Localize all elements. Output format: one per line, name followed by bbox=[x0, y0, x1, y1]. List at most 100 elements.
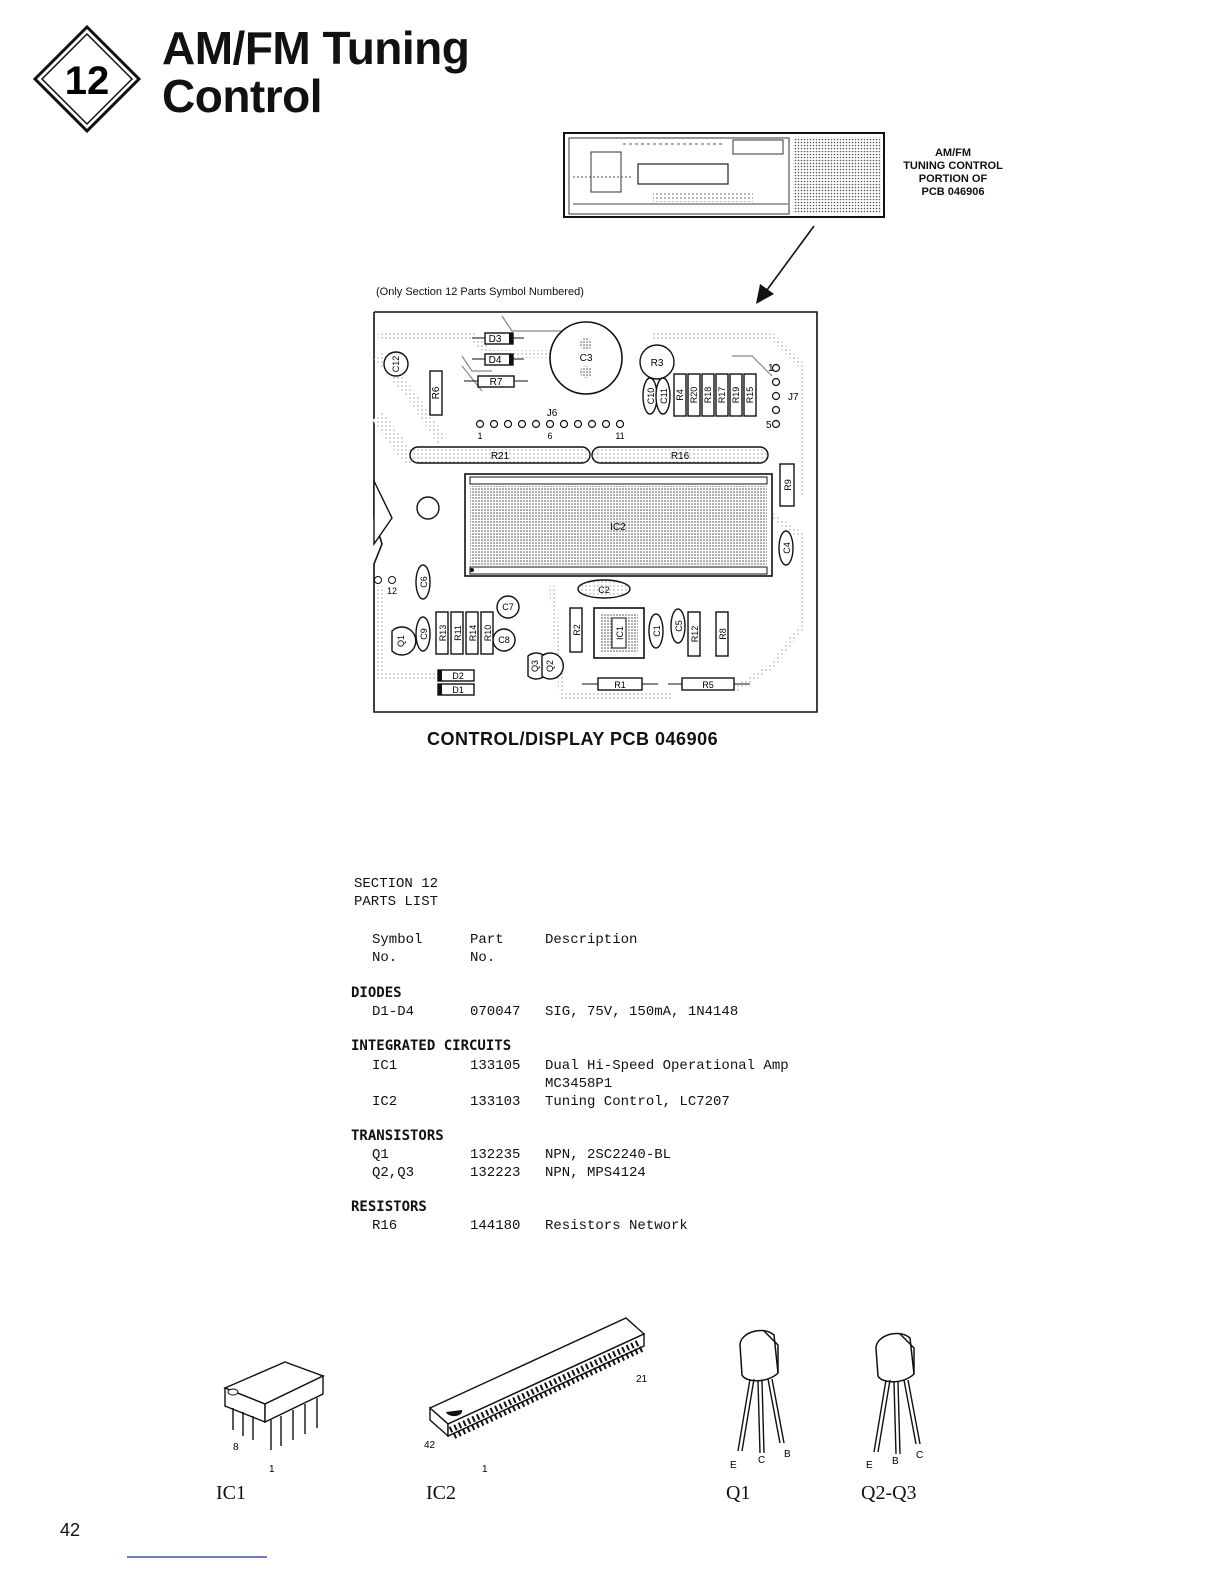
label-q2: Q2 bbox=[545, 660, 555, 672]
title-line-2: Control bbox=[162, 70, 323, 122]
pointer-arrow bbox=[756, 225, 815, 304]
pcb-thumbnail bbox=[563, 132, 885, 218]
label-c8: C8 bbox=[498, 635, 510, 645]
label-pin12: 12 bbox=[387, 586, 397, 596]
badge-number: 12 bbox=[65, 59, 110, 103]
table-row-desc: Dual Hi-Speed Operational Amp bbox=[545, 1058, 789, 1074]
caption-line: TUNING CONTROL bbox=[903, 160, 1003, 172]
label-j7: J7 bbox=[788, 392, 799, 403]
table-row-part: 132235 bbox=[470, 1147, 521, 1163]
label-q1: Q1 bbox=[396, 635, 406, 647]
q23-emitter-label: E bbox=[866, 1460, 873, 1471]
label-c2: C2 bbox=[598, 585, 610, 595]
label-c11: C11 bbox=[659, 388, 669, 404]
ic1-pin-8: 8 bbox=[233, 1442, 239, 1453]
table-row-desc: NPN, MPS4124 bbox=[545, 1165, 646, 1181]
label-r12: R12 bbox=[690, 626, 700, 643]
q1-base-label: B bbox=[784, 1449, 791, 1460]
table-row-desc: NPN, 2SC2240-BL bbox=[545, 1147, 672, 1163]
label-d1: D1 bbox=[452, 685, 464, 695]
table-row-symbol: Q1 bbox=[372, 1147, 389, 1163]
label-r7: R7 bbox=[490, 377, 503, 388]
label-c1: C1 bbox=[652, 625, 662, 637]
table-row-part: 133103 bbox=[470, 1094, 521, 1110]
q1-label: Q1 bbox=[726, 1482, 751, 1504]
label-c9: C9 bbox=[419, 628, 429, 640]
label-c10: C10 bbox=[646, 388, 656, 405]
caption-line: PORTION OF bbox=[918, 173, 988, 185]
parts-heading-line: PARTS LIST bbox=[354, 894, 439, 910]
table-row-part: 133105 bbox=[470, 1058, 521, 1074]
col-symbol-header: Symbol No. bbox=[372, 932, 423, 966]
label-ic1: IC1 bbox=[615, 626, 625, 640]
label-j7-pin1: 1 bbox=[768, 363, 774, 374]
table-row-desc-cont: MC3458P1 bbox=[545, 1076, 613, 1092]
caption-line: AM/FM bbox=[934, 147, 972, 159]
table-row-part: 132223 bbox=[470, 1165, 521, 1181]
label-j7-pin5: 5 bbox=[766, 420, 772, 431]
label-c5: C5 bbox=[674, 620, 684, 632]
label-r9: R9 bbox=[783, 479, 793, 491]
ic1-package-drawing: 8 1 bbox=[223, 1361, 325, 1475]
pcb-title: CONTROL/DISPLAY PCB 046906 bbox=[427, 729, 719, 749]
category-integrated-circuits: INTEGRATED CIRCUITS bbox=[351, 1038, 512, 1054]
table-row-desc: Resistors Network bbox=[545, 1218, 688, 1234]
label-j6-pin1: 1 bbox=[477, 431, 482, 441]
label-r1: R1 bbox=[614, 680, 626, 690]
thumbnail-caption: AM/FM TUNING CONTROL PORTION OF PCB 0469… bbox=[893, 147, 1013, 199]
ic2-package-drawing: 21 42 1 bbox=[424, 1317, 648, 1475]
label-j6: J6 bbox=[547, 408, 558, 419]
title-line-1: AM/FM Tuning bbox=[162, 22, 470, 74]
label-r14: R14 bbox=[468, 625, 478, 642]
label-r19: R19 bbox=[731, 387, 741, 404]
q2-q3-label: Q2-Q3 bbox=[861, 1482, 917, 1504]
page-title: AM/FM Tuning Control bbox=[162, 22, 470, 122]
label-r17: R17 bbox=[717, 387, 727, 404]
pcb-diagram: D3 D4 R7 C12 R6 C3 R3 C10 C11 R4 R20 R18… bbox=[372, 311, 818, 713]
label-ic2: IC2 bbox=[610, 522, 626, 533]
ic2-label: IC2 bbox=[426, 1482, 456, 1504]
table-row-symbol: IC2 bbox=[372, 1094, 398, 1110]
q1-collector-label: C bbox=[758, 1455, 765, 1466]
parts-heading-line: SECTION 12 bbox=[354, 876, 439, 892]
label-r13: R13 bbox=[438, 625, 448, 642]
label-j6-pin11: 11 bbox=[615, 431, 624, 441]
table-row-symbol: IC1 bbox=[372, 1058, 398, 1074]
pcb-note: (Only Section 12 Parts Symbol Numbered) bbox=[376, 286, 584, 298]
q2-q3-package-drawing: E B C bbox=[866, 1332, 923, 1471]
table-row-desc: Tuning Control, LC7207 bbox=[545, 1094, 730, 1110]
footer-rule bbox=[127, 1556, 267, 1558]
category-diodes: DIODES bbox=[351, 985, 402, 1001]
label-r2: R2 bbox=[572, 624, 582, 636]
label-d3: D3 bbox=[489, 334, 502, 345]
label-r4: R4 bbox=[675, 389, 685, 401]
label-r20: R20 bbox=[689, 387, 699, 404]
section-badge: 12 bbox=[32, 24, 142, 134]
ic1-label: IC1 bbox=[216, 1482, 246, 1504]
page-number: 42 bbox=[60, 1520, 81, 1540]
ic2-pin-42: 42 bbox=[424, 1440, 436, 1451]
col-description-header: Description bbox=[545, 932, 638, 948]
label-c4: C4 bbox=[782, 542, 792, 554]
q23-collector-label: C bbox=[916, 1450, 923, 1461]
table-row-part: 070047 bbox=[470, 1004, 521, 1020]
label-r10: R10 bbox=[483, 625, 493, 642]
label-j6-pin6: 6 bbox=[547, 431, 552, 441]
q1-emitter-label: E bbox=[730, 1460, 737, 1471]
label-c12: C12 bbox=[391, 356, 401, 373]
category-transistors: TRANSISTORS bbox=[351, 1128, 444, 1144]
table-row-part: 144180 bbox=[470, 1218, 521, 1234]
label-r11: R11 bbox=[453, 625, 463, 641]
label-q3: Q3 bbox=[530, 660, 540, 672]
label-c3: C3 bbox=[580, 353, 593, 364]
label-r6: R6 bbox=[431, 386, 442, 399]
ic1-pin-1: 1 bbox=[269, 1464, 275, 1475]
label-c6: C6 bbox=[419, 576, 429, 588]
label-r18: R18 bbox=[703, 387, 713, 404]
ic2-pin-1: 1 bbox=[482, 1464, 488, 1475]
q1-package-drawing: E C B bbox=[730, 1329, 791, 1471]
ic2-pin-21: 21 bbox=[636, 1374, 648, 1385]
q23-base-label: B bbox=[892, 1456, 899, 1467]
label-r8: R8 bbox=[718, 628, 728, 640]
label-r5: R5 bbox=[702, 680, 714, 690]
